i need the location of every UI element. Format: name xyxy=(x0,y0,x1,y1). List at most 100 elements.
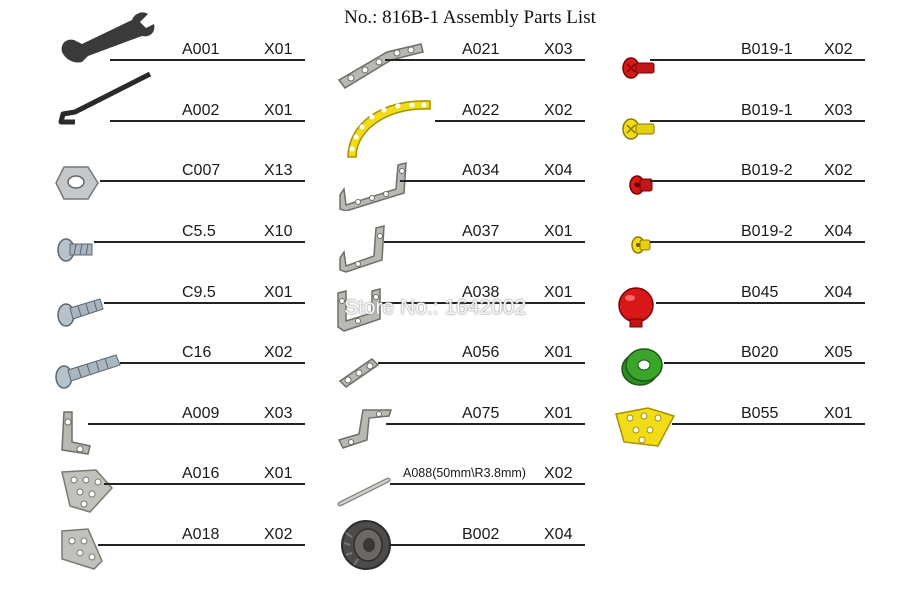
part-row-a056: A056 X01 xyxy=(280,337,585,397)
part-code: A037 xyxy=(462,223,500,240)
part-code: A034 xyxy=(462,162,500,179)
part-qty: X10 xyxy=(264,223,293,240)
part-code: B019-2 xyxy=(741,223,793,240)
part-qty: X02 xyxy=(824,41,853,58)
part-row-a009: A009 X03 xyxy=(0,398,305,458)
part-qty: X01 xyxy=(544,223,573,240)
part-code: C16 xyxy=(182,344,212,361)
tire-icon xyxy=(341,520,391,570)
angled-strip-icon xyxy=(337,43,424,89)
part-code: C9.5 xyxy=(182,284,216,301)
part-row-a018: A018 X02 xyxy=(0,519,305,579)
yellow-plate-icon xyxy=(615,407,676,447)
part-qty: X04 xyxy=(544,162,573,179)
part-qty: X02 xyxy=(824,162,853,179)
part-row-b019-2-red: B019-2 X02 xyxy=(560,155,865,215)
z-bracket-icon xyxy=(337,409,393,449)
part-qty: X01 xyxy=(544,344,573,361)
part-qty: X03 xyxy=(544,41,573,58)
part-code: A001 xyxy=(182,41,220,58)
part-qty: X02 xyxy=(264,344,293,361)
part-qty: X01 xyxy=(264,465,293,482)
part-code: B019-1 xyxy=(741,102,793,119)
short-screw-icon xyxy=(57,238,93,262)
part-row-a075: A075 X01 xyxy=(280,398,585,458)
part-code: B055 xyxy=(741,405,779,422)
part-qty: X01 xyxy=(264,284,293,301)
red-nut-icon xyxy=(629,175,653,195)
part-code: A016 xyxy=(182,465,220,482)
part-qty: X04 xyxy=(824,284,853,301)
part-code: A075 xyxy=(462,405,500,422)
part-qty: X03 xyxy=(264,405,293,422)
part-qty: X01 xyxy=(544,405,573,422)
green-spacer-icon xyxy=(621,348,663,386)
part-code: B019-2 xyxy=(741,162,793,179)
pentagon-plate-icon xyxy=(61,469,114,513)
part-code: B020 xyxy=(741,344,779,361)
red-knob-icon xyxy=(618,287,654,328)
part-row-b019-1-red: B019-1 X02 xyxy=(560,34,865,94)
u-bracket-icon xyxy=(339,225,385,273)
part-row-a037: A037 X01 xyxy=(280,216,585,276)
page-title: No.: 816B-1 Assembly Parts List xyxy=(344,7,596,28)
part-row-b055: B055 X01 xyxy=(560,398,865,458)
part-row-a016: A016 X01 xyxy=(0,458,305,518)
part-code: B002 xyxy=(462,526,500,543)
wrench-icon xyxy=(61,12,155,63)
red-bolt-icon xyxy=(622,57,655,79)
part-code: B045 xyxy=(741,284,779,301)
part-qty: X02 xyxy=(544,465,573,482)
part-qty: X01 xyxy=(264,102,293,119)
part-row-a034: A034 X04 xyxy=(280,155,585,215)
part-qty: X04 xyxy=(824,223,853,240)
part-row-c5-5: C5.5 X10 xyxy=(0,216,305,276)
part-code: C007 xyxy=(182,162,221,179)
parts-column-1: A001 X01 A002 X01 C007 X13 C5.5 X10 xyxy=(0,0,305,614)
part-qty: X04 xyxy=(544,526,573,543)
part-row-b002: B002 X04 xyxy=(280,519,585,579)
long-screw-icon xyxy=(55,354,121,389)
part-qty: X01 xyxy=(264,41,293,58)
store-watermark: Store No.: 1642002 xyxy=(344,296,527,319)
part-code: A056 xyxy=(462,344,500,361)
yellow-bolt-icon xyxy=(622,118,655,140)
part-row-c16: C16 X02 xyxy=(0,337,305,397)
hex-nut-icon xyxy=(55,166,99,200)
u-bracket-long-icon xyxy=(339,162,407,211)
part-row-c9-5: C9.5 X01 xyxy=(0,277,305,337)
part-code: A009 xyxy=(182,405,220,422)
triangle-plate-icon xyxy=(61,528,103,570)
part-code: A021 xyxy=(462,41,500,58)
parts-column-2: A021 X03 A022 X02 A034 X04 A037 X01 xyxy=(280,0,585,614)
part-code: A002 xyxy=(182,102,220,119)
part-row-a088: A088(50mm\R3.8mm) X02 xyxy=(280,458,585,518)
part-row-a038: A038 X01 xyxy=(280,277,585,337)
parts-column-3: B019-1 X02 B019-1 X03 B019-2 X02 B019-2 … xyxy=(560,0,865,614)
axle-rod-icon xyxy=(337,477,391,507)
part-qty: X02 xyxy=(264,526,293,543)
part-row-a002: A002 X01 xyxy=(0,71,305,155)
part-row-b019-2-yellow: B019-2 X04 xyxy=(560,216,865,276)
part-row-b020: B020 X05 xyxy=(560,337,865,397)
part-code: A018 xyxy=(182,526,220,543)
medium-screw-icon xyxy=(57,298,104,327)
short-strip-icon xyxy=(338,358,380,388)
angle-bracket-icon xyxy=(61,411,91,455)
part-code: A088(50mm\R3.8mm) xyxy=(403,466,526,480)
curved-strip-icon xyxy=(347,100,431,158)
part-row-a001: A001 X01 xyxy=(0,12,305,94)
part-row-b045: B045 X04 xyxy=(560,277,865,337)
part-row-a021: A021 X03 xyxy=(280,34,585,94)
part-row-a022: A022 X02 xyxy=(280,95,585,158)
part-code: A038 xyxy=(462,284,500,301)
part-code: A022 xyxy=(462,102,500,119)
part-code: C5.5 xyxy=(182,223,216,240)
part-qty: X02 xyxy=(544,102,573,119)
yellow-nut-icon xyxy=(631,236,651,254)
hex-key-icon xyxy=(58,71,152,125)
part-qty: X05 xyxy=(824,344,853,361)
part-qty: X03 xyxy=(824,102,853,119)
part-row-c007: C007 X13 xyxy=(0,155,305,215)
part-code: B019-1 xyxy=(741,41,793,58)
